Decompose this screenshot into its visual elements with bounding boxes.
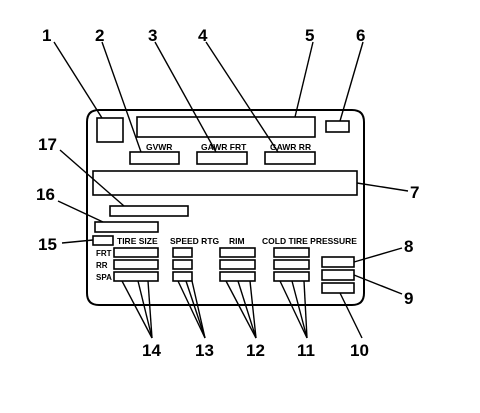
cold-tire-frt-box — [273, 247, 310, 258]
tire-size-rr-box — [113, 259, 159, 270]
callout-numbers: 1 2 3 4 5 6 7 8 9 10 11 12 13 14 15 16 1… — [36, 26, 419, 360]
rim-frt-box — [219, 247, 256, 258]
top-info-bar — [136, 116, 316, 138]
box-17 — [109, 205, 189, 217]
cold-tire-spa-box — [273, 271, 310, 282]
box-16 — [94, 221, 159, 233]
tire-size-spa-box — [113, 271, 159, 282]
pressure-box-10 — [321, 282, 355, 294]
rim-rr-box — [219, 259, 256, 270]
row-frt-label: FRT — [96, 249, 112, 258]
tire-size-label: TIRE SIZE — [117, 236, 158, 246]
rim-label: RIM — [229, 236, 245, 246]
leader-lines — [53, 41, 409, 339]
callout-17: 17 — [38, 135, 57, 154]
pressure-box-9 — [321, 269, 355, 281]
callout-5: 5 — [305, 26, 314, 45]
callout-11: 11 — [297, 341, 315, 360]
box-15 — [92, 235, 114, 246]
speed-rtg-rr-box — [172, 259, 193, 270]
top-left-square — [96, 117, 124, 143]
speed-rtg-label: SPEED RTG — [170, 236, 220, 246]
gvwr-label: GVWR — [146, 142, 172, 152]
callout-3: 3 — [148, 26, 157, 45]
callout-16: 16 — [36, 185, 55, 204]
callout-12: 12 — [246, 341, 265, 360]
cold-tire-pressure-label: COLD TIRE PRESSURE — [262, 236, 357, 246]
top-right-small-box — [325, 120, 350, 133]
callout-7: 7 — [410, 183, 419, 202]
callout-9: 9 — [404, 289, 413, 308]
speed-rtg-frt-box — [172, 247, 193, 258]
callout-1: 1 — [42, 26, 51, 45]
rim-spa-box — [219, 271, 256, 282]
tire-size-frt-box — [113, 247, 159, 258]
speed-rtg-spa-box — [172, 271, 193, 282]
gawr-rr-box — [264, 151, 316, 165]
gawr-frt-box — [196, 151, 248, 165]
row-spa-label: SPA — [96, 273, 112, 282]
row-rr-label: RR — [96, 261, 108, 270]
callout-8: 8 — [404, 237, 413, 256]
cold-tire-rr-box — [273, 259, 310, 270]
callout-4: 4 — [198, 26, 208, 45]
callout-6: 6 — [356, 26, 365, 45]
callout-2: 2 — [95, 26, 104, 45]
callout-13: 13 — [195, 341, 214, 360]
gawr-frt-label: GAWR FRT — [201, 142, 247, 152]
callout-14: 14 — [142, 341, 161, 360]
middle-info-bar — [92, 170, 358, 196]
callout-15: 15 — [38, 235, 57, 254]
gawr-rr-label: GAWR RR — [270, 142, 311, 152]
gvwr-box — [129, 151, 180, 165]
callout-10: 10 — [350, 341, 369, 360]
pressure-box-8 — [321, 256, 355, 268]
